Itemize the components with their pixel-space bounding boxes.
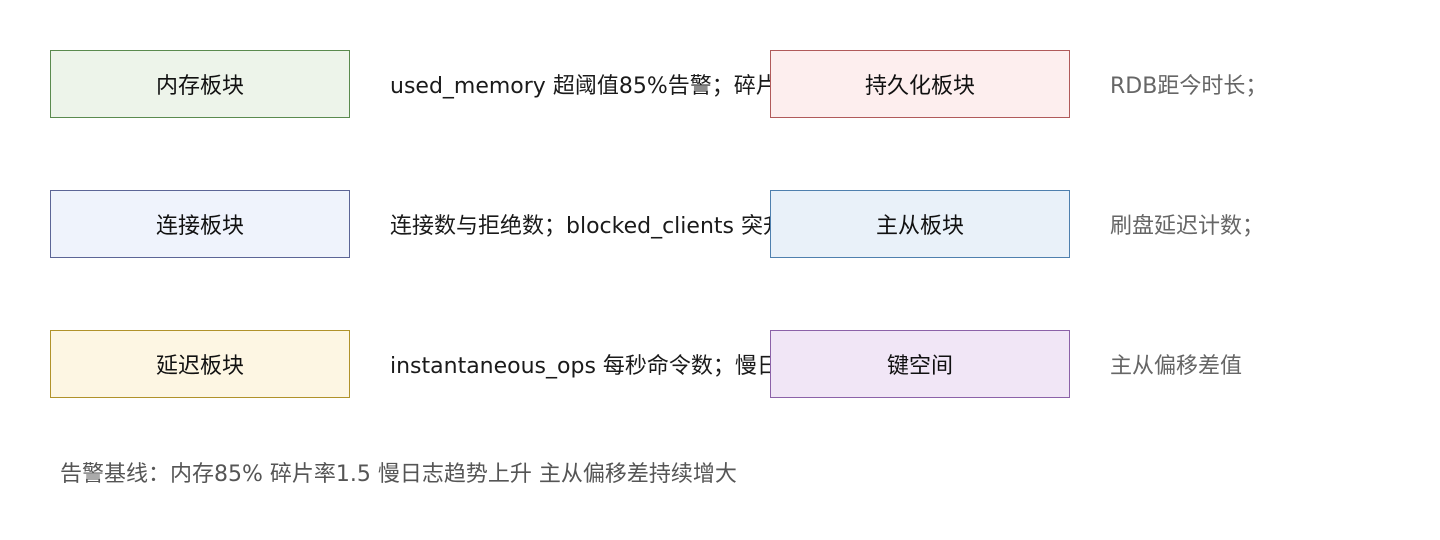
persistence-panel-label: 持久化板块 — [864, 74, 975, 99]
persistence-panel-desc: RDB距今时长； — [1110, 74, 1268, 99]
replication-panel-label: 主从板块 — [875, 214, 964, 239]
keyspace-panel-box: 键空间 — [770, 330, 1070, 398]
connection-panel-box: 连接板块 — [50, 190, 350, 258]
latency-panel-box: 延迟板块 — [50, 330, 350, 398]
replication-panel-box: 主从板块 — [770, 190, 1070, 258]
memory-panel-box: 内存板块 — [50, 50, 350, 118]
replication-panel-desc: 刷盘延迟计数； — [1110, 214, 1265, 239]
connection-panel-label: 连接板块 — [155, 214, 244, 239]
alert-baseline-note: 告警基线：内存85% 碎片率1.5 慢日志趋势上升 主从偏移差持续增大 — [60, 462, 737, 487]
keyspace-panel-desc: 主从偏移差值 — [1110, 354, 1243, 379]
keyspace-panel-label: 键空间 — [886, 354, 953, 379]
latency-panel-label: 延迟板块 — [155, 354, 244, 379]
persistence-panel-box: 持久化板块 — [770, 50, 1070, 118]
memory-panel-label: 内存板块 — [155, 74, 244, 99]
